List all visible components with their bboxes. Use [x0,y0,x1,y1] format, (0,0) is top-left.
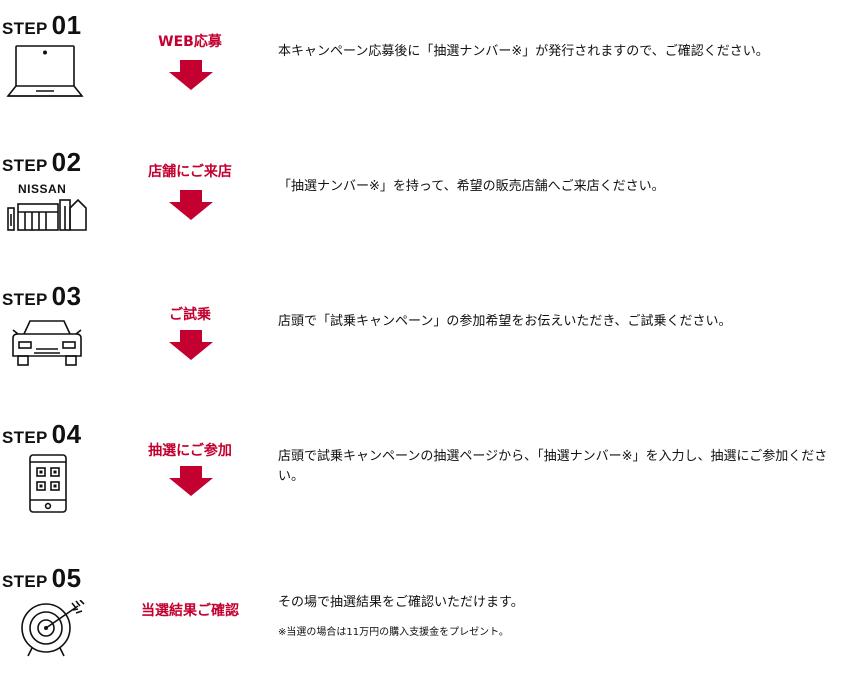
step-word: STEP [2,572,48,591]
down-arrow-icon [169,466,213,500]
step-action-label: WEB応募 [158,34,222,50]
step-word: STEP [2,428,48,447]
step-action-label: 店舗にご来店 [148,164,232,180]
step-action-label: 抽選にご参加 [148,443,232,459]
step-word: STEP [2,290,48,309]
down-arrow-icon [169,60,213,94]
car-icon [10,318,84,368]
step-number: 05 [51,563,82,593]
target-icon [20,600,86,658]
step-number: 02 [51,147,82,177]
step-description: その場で抽選結果をご確認いただけます。 [278,595,524,610]
step-word: STEP [2,156,48,175]
step-description: 店頭で「試乗キャンペーン」の参加希望をお伝えいただき、ご試乗ください。 [278,314,732,329]
step-description: 本キャンペーン応募後に「抽選ナンバー※」が発行されますので、ご確認ください。 [278,44,769,59]
step-description: 店頭で試乗キャンペーンの抽選ページから、「抽選ナンバー※」を入力し、抽選にご参加… [278,449,828,484]
step-number: 01 [51,10,82,40]
step-number: 04 [51,419,82,449]
nissan-logo-text: NISSAN [18,182,67,196]
step-word: STEP [2,19,48,38]
down-arrow-icon [169,190,213,224]
step-number: 03 [51,281,82,311]
step-description: 「抽選ナンバー※」を持って、希望の販売店舗へご来店ください。 [278,179,665,194]
nissan-store-icon [6,198,88,232]
step-action-label: ご試乗 [169,307,211,323]
step-note: ※当選の場合は11万円の購入支援金をプレゼント。 [278,627,509,638]
step-action-label: 当選結果ご確認 [141,603,239,619]
smartphone-icon [28,454,68,514]
down-arrow-icon [169,330,213,364]
laptop-icon [6,44,84,100]
